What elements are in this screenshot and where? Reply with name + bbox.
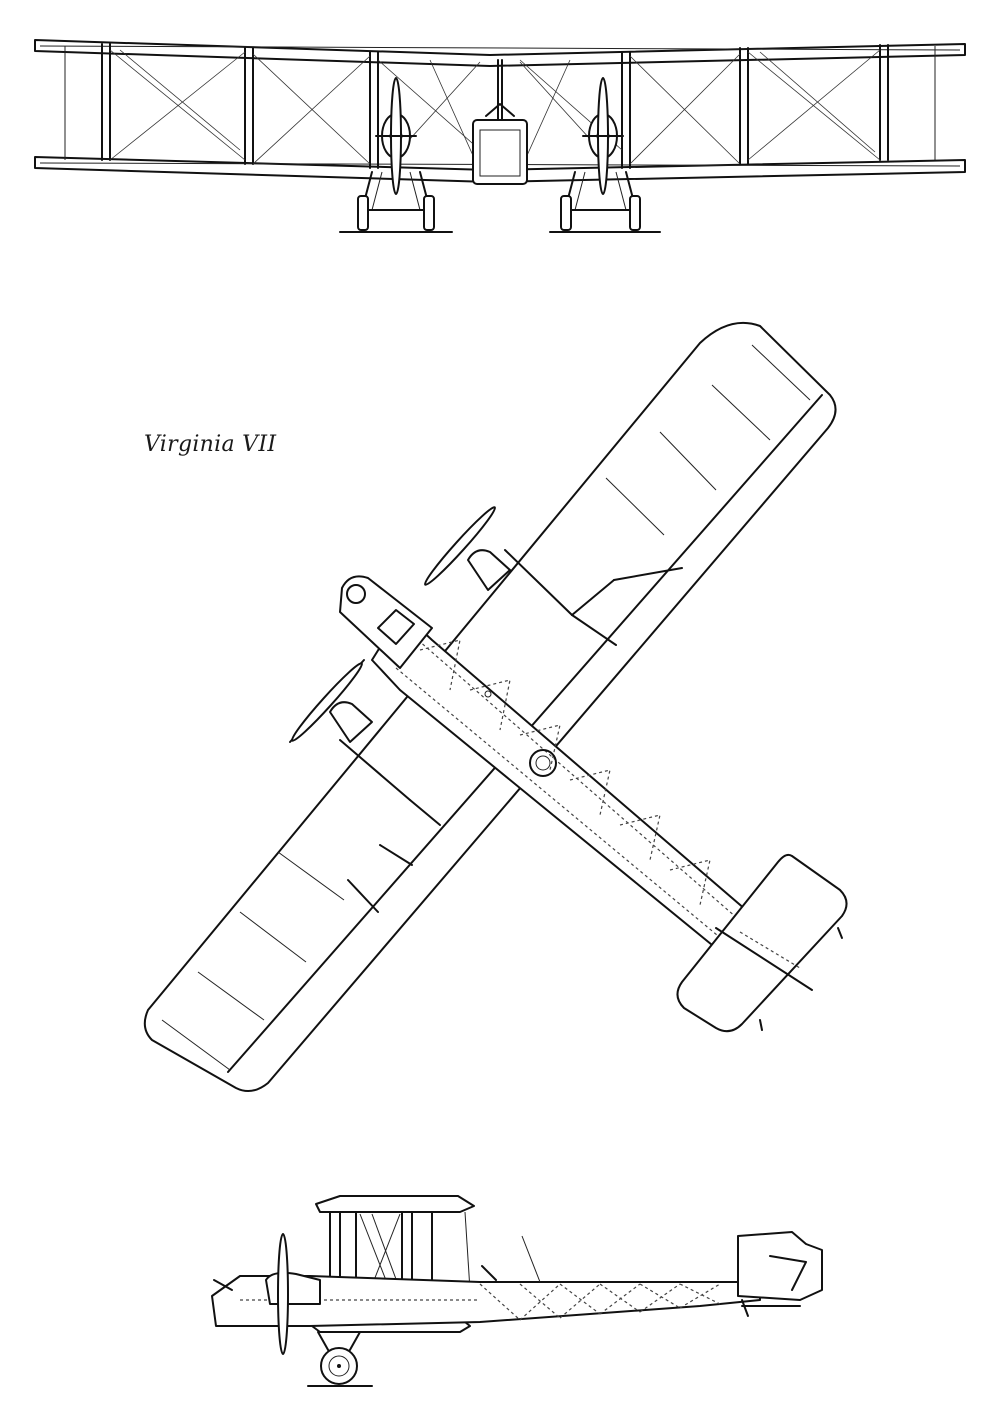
side-upper-wing: [315, 1195, 475, 1213]
front-view: [34, 39, 966, 233]
side-view: [211, 1195, 823, 1387]
plan-right-engine: [424, 506, 511, 591]
front-interplane-struts: [64, 43, 936, 169]
front-fuselage: [472, 59, 528, 185]
front-right-engine: [582, 77, 624, 195]
front-bracing-wires: [109, 49, 881, 165]
plan-nose-cockpit: [339, 575, 433, 669]
plan-left-engine: [289, 659, 373, 743]
front-left-engine: [375, 77, 417, 195]
front-undercarriage: [339, 171, 661, 233]
aircraft-caption: Virginia VII: [144, 432, 277, 457]
side-tail: [737, 1231, 823, 1307]
plan-tailplane: [676, 853, 848, 1033]
front-upper-wing: [34, 39, 966, 67]
plan-view: [143, 322, 848, 1093]
side-engine: [265, 1233, 321, 1355]
side-undercarriage: [307, 1299, 749, 1387]
